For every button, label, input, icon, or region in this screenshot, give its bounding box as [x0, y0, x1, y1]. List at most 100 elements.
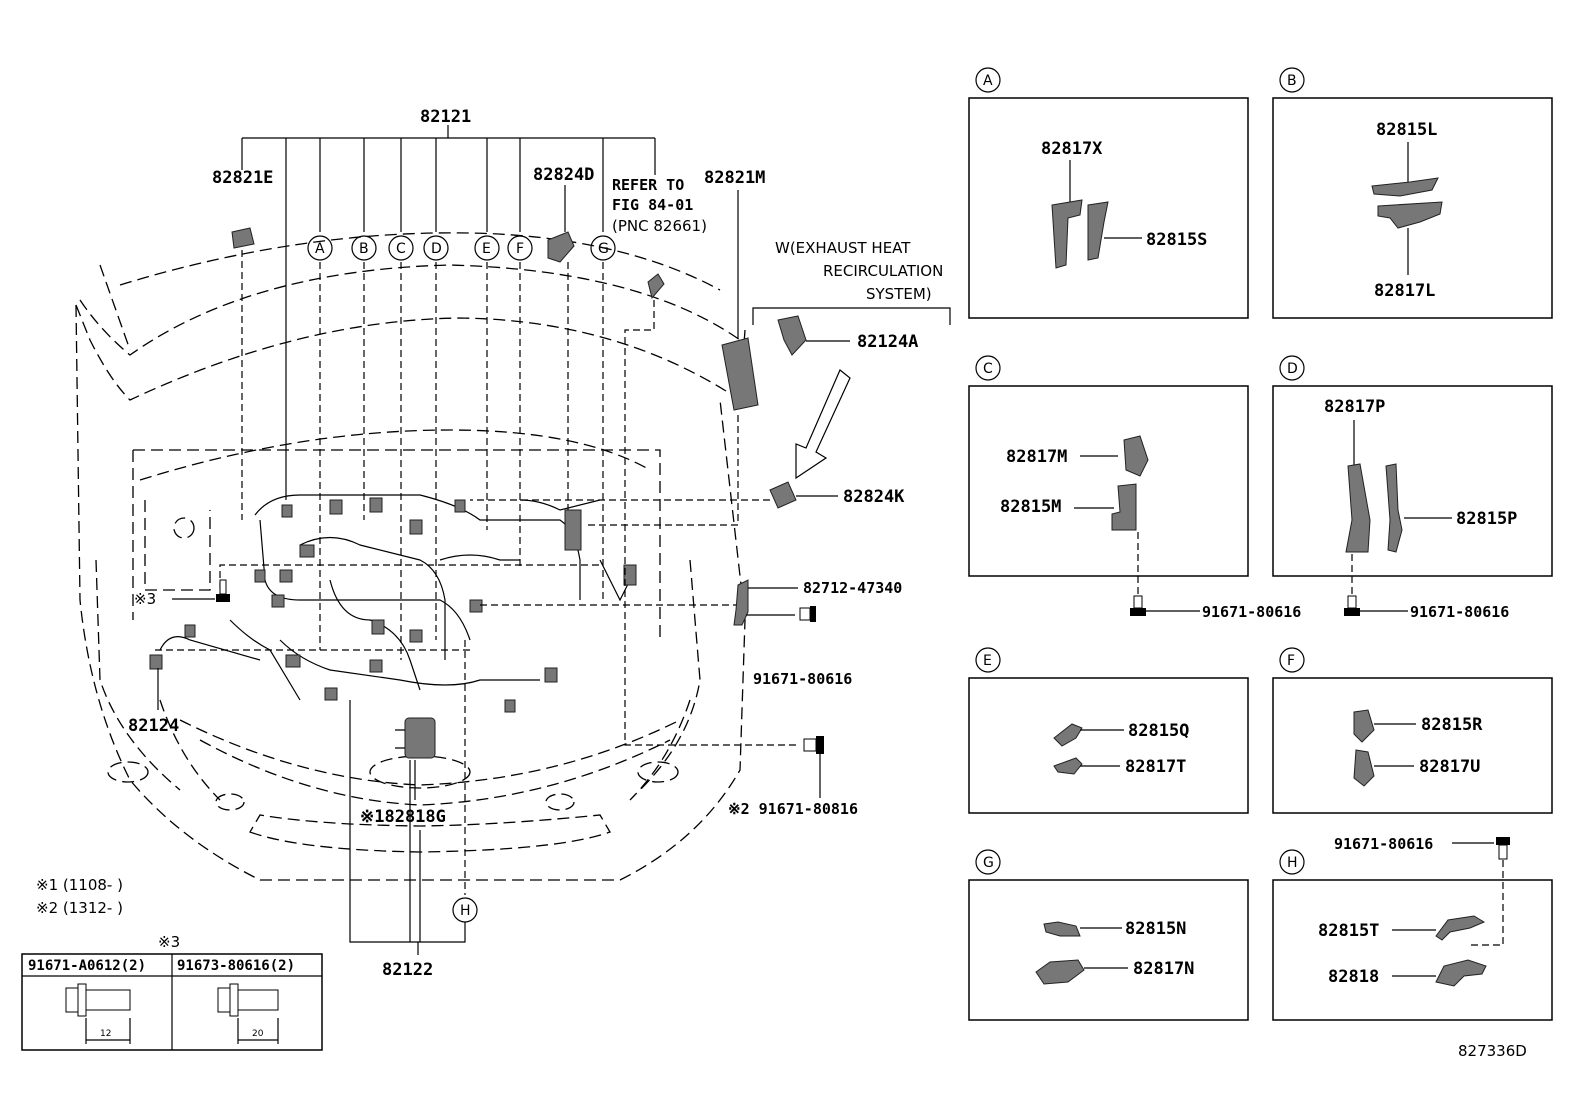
svg-text:C: C — [396, 241, 406, 257]
inset-H-part-1-icon — [1435, 915, 1486, 941]
leader-82122 — [349, 700, 466, 955]
inset-C-part-1-icon — [1123, 435, 1149, 477]
inset-G-part-1-icon — [1043, 921, 1081, 937]
inset-D-part-1-icon — [1345, 463, 1371, 553]
inset-E-part-2: 82817T — [1125, 757, 1186, 777]
inset-E-part-1-icon — [1053, 723, 1083, 747]
note-2: ※2 (1312- ) — [36, 899, 123, 917]
inset-H-part-2: 82818 — [1328, 967, 1379, 987]
inset-E-part-2-icon — [1053, 757, 1083, 775]
label-82824K: 82824K — [843, 487, 905, 507]
svg-text:D: D — [1287, 361, 1298, 377]
callout-E: E — [474, 235, 500, 261]
bolt-table-dim1: 12 — [100, 1029, 111, 1039]
refer-line-1: REFER TO — [612, 176, 684, 194]
inset-B-part-1: 82815L — [1376, 120, 1437, 140]
refer-line-2: FIG 84-01 — [612, 196, 693, 214]
clamp-82124A-icon — [777, 315, 807, 356]
bolt-table-bolt1-icon — [65, 983, 131, 1044]
inset-E: E 82815Q 82817T — [968, 647, 1249, 814]
label-91671-80816: ※2 91671-80816 — [728, 800, 858, 818]
callout-G: G — [590, 235, 616, 261]
inset-F-part-2: 82817U — [1419, 757, 1480, 777]
inset-C-bolt-label: 91671-80616 — [1202, 603, 1301, 621]
inset-A-part-2-icon — [1087, 201, 1109, 261]
label-82124: 82124 — [128, 716, 179, 736]
direction-arrow-icon — [795, 369, 851, 480]
svg-text:F: F — [516, 241, 524, 257]
clamp-82824D-icon — [547, 231, 575, 263]
inset-H-bolt-icon — [1496, 837, 1510, 860]
inset-D-part-2-icon — [1385, 463, 1403, 553]
clip-refer-icon — [647, 273, 665, 300]
svg-text:G: G — [598, 241, 609, 257]
svg-text:F: F — [1287, 653, 1295, 669]
bolt-mark3-icon — [216, 579, 230, 602]
inset-A-part-2: 82815S — [1146, 230, 1207, 250]
svg-text:H: H — [1287, 855, 1298, 871]
figure-id: 827336D — [1458, 1042, 1527, 1060]
w-line-1: W(EXHAUST HEAT — [775, 239, 911, 257]
label-82122: 82122 — [382, 960, 433, 980]
inset-G-part-1: 82815N — [1125, 919, 1186, 939]
wire-harness — [149, 494, 637, 713]
w-line-3: SYSTEM) — [866, 285, 932, 303]
callout-F: F — [507, 235, 533, 261]
label-82818G: ※182818G — [360, 807, 446, 827]
inset-E-part-1: 82815Q — [1128, 721, 1189, 741]
w-line-2: RECIRCULATION — [823, 262, 943, 280]
clamp-82821E-icon — [231, 227, 255, 249]
svg-text:B: B — [359, 241, 369, 257]
svg-text:H: H — [460, 903, 471, 919]
inset-D-part-2: 82815P — [1456, 509, 1517, 529]
grommet-82824K-icon — [769, 481, 797, 509]
bolt-table: ※3 91671-A0612(2) 91673-80616(2) 12 20 — [21, 933, 323, 1051]
inset-F-part-2-icon — [1353, 749, 1375, 787]
inset-F-part-1: 82815R — [1421, 715, 1483, 735]
cover-82821M-icon — [721, 337, 759, 411]
label-91671-80616: 91671-80616 — [753, 670, 852, 688]
inset-D: D 82817P 82815P — [1272, 355, 1553, 598]
bolt-table-col1: 91671-A0612(2) — [28, 958, 146, 974]
svg-text:E: E — [983, 653, 992, 669]
svg-text:B: B — [1287, 73, 1297, 89]
callout-D: D — [423, 235, 449, 261]
label-82824D: 82824D — [533, 165, 594, 185]
inset-H-part-2-icon — [1435, 959, 1487, 987]
callout-H: H — [452, 897, 478, 923]
inset-D-bolt: 91671-80616 — [1344, 595, 1509, 621]
inset-A-part-1-icon — [1051, 199, 1083, 269]
bolt-table-col2: 91673-80616(2) — [177, 958, 295, 974]
bolt-table-title: ※3 — [158, 933, 180, 951]
inset-C: C 82817M 82815M — [968, 355, 1249, 598]
inset-B-part-2-icon — [1377, 201, 1443, 229]
callout-C: C — [388, 235, 414, 261]
inset-B-part-1-icon — [1371, 177, 1439, 197]
inset-B-part-2: 82817L — [1374, 281, 1435, 301]
svg-text:G: G — [983, 855, 994, 871]
protector-82818G-icon — [395, 717, 436, 759]
inset-G-part-2: 82817N — [1133, 959, 1194, 979]
inset-C-part-2: 82815M — [1000, 497, 1061, 517]
vehicle-body-outline — [75, 232, 746, 881]
svg-text:E: E — [482, 241, 491, 257]
inset-C-part-1: 82817M — [1006, 447, 1067, 467]
inset-B: B 82815L 82817L — [1272, 67, 1553, 319]
inset-D-part-1: 82817P — [1324, 397, 1385, 417]
inset-G-part-2-icon — [1035, 959, 1085, 985]
inset-F-part-1-icon — [1353, 709, 1375, 743]
bracket-82712-icon — [733, 579, 749, 626]
label-82124A: 82124A — [857, 332, 918, 352]
bolt-table-dim2: 20 — [252, 1029, 264, 1039]
bolt-table-bolt2-icon — [217, 983, 279, 1044]
inset-A-part-1: 82817X — [1041, 139, 1103, 159]
inset-A: A 82817X 82815S — [968, 67, 1249, 319]
svg-text:A: A — [983, 73, 993, 89]
callout-circles: A B C D E F G H — [307, 235, 616, 923]
label-82821M: 82821M — [704, 168, 765, 188]
label-82712: 82712-47340 — [803, 579, 902, 597]
inset-D-bolt-label: 91671-80616 — [1410, 603, 1509, 621]
inset-H-bolt-label: 91671-80616 — [1334, 835, 1433, 853]
svg-text:A: A — [315, 241, 325, 257]
